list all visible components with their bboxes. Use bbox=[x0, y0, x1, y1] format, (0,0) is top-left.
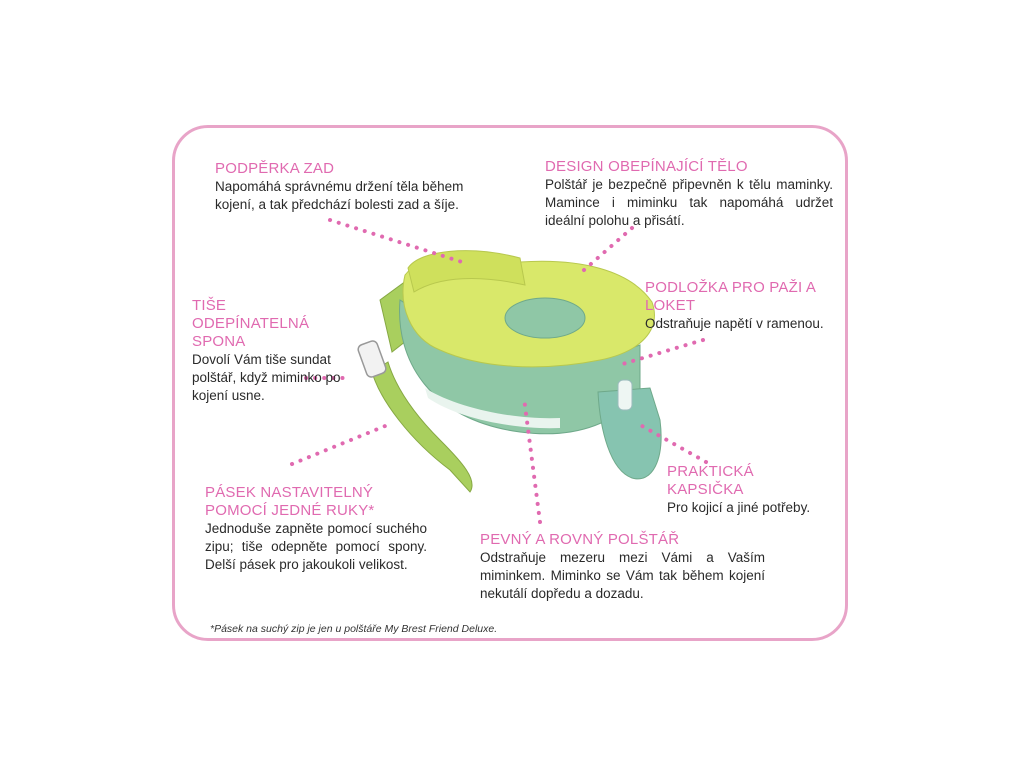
annotation-back-support: PODPĚRKA ZAD Napomáhá správnému držení t… bbox=[215, 160, 495, 214]
rounded-frame bbox=[172, 125, 848, 641]
leader-pocket bbox=[640, 424, 708, 464]
annotation-strap: PÁSEK NASTAVITELNÝ POMOCÍ JEDNÉ RUKY* Je… bbox=[205, 484, 427, 574]
pillow-hole bbox=[504, 297, 586, 339]
annotation-arm-rest: PODLOŽKA PRO PAŽI A LOKET Odstraňuje nap… bbox=[645, 279, 830, 333]
annotation-body: Polštář je bezpečně připevněn k tělu mam… bbox=[545, 177, 833, 228]
leader-firm-flat bbox=[522, 396, 542, 524]
bottle-shape bbox=[617, 379, 633, 411]
annotation-body: Napomáhá správnému držení těla během koj… bbox=[215, 179, 464, 212]
leader-back-support bbox=[328, 218, 464, 264]
annotation-title: PEVNÝ A ROVNÝ POLŠTÁŘ bbox=[480, 531, 680, 548]
annotation-title: TIŠE ODEPÍNATELNÁ SPONA bbox=[192, 297, 310, 350]
annotation-body: Pro kojicí a jiné potřeby. bbox=[667, 500, 811, 515]
annotation-body: Dovolí Vám tiše sundat polštář, když mim… bbox=[192, 352, 341, 403]
annotation-body: Odstraňuje napětí v ramenou. bbox=[645, 316, 824, 331]
side-stripe bbox=[425, 388, 560, 429]
strap-shape bbox=[371, 361, 473, 493]
leader-lines bbox=[290, 218, 708, 524]
annotation-title: PÁSEK NASTAVITELNÝ POMOCÍ JEDNÉ RUKY* bbox=[205, 484, 375, 519]
annotation-title: PRAKTICKÁ KAPSIČKA bbox=[667, 463, 754, 498]
leader-strap bbox=[290, 422, 392, 466]
annotation-title: PODLOŽKA PRO PAŽI A LOKET bbox=[645, 279, 816, 314]
annotation-quiet-clasp: TIŠE ODEPÍNATELNÁ SPONA Dovolí Vám tiše … bbox=[192, 297, 342, 405]
pocket-shape bbox=[597, 387, 662, 480]
annotation-title: DESIGN OBEPÍNAJÍCÍ TĚLO bbox=[545, 158, 748, 175]
leader-arm-rest bbox=[614, 338, 705, 368]
annotation-body: Odstraňuje mezeru mezi Vámi a Vaším mimi… bbox=[480, 550, 765, 601]
annotation-body: Jednoduše zapněte pomocí suchého zipu; t… bbox=[205, 521, 427, 572]
annotation-title: PODPĚRKA ZAD bbox=[215, 160, 335, 177]
annotation-pocket: PRAKTICKÁ KAPSIČKA Pro kojicí a jiné pot… bbox=[667, 463, 832, 517]
annotation-firm-flat: PEVNÝ A ROVNÝ POLŠTÁŘ Odstraňuje mezeru … bbox=[480, 531, 765, 603]
clasp-shape bbox=[357, 340, 387, 378]
back-support bbox=[407, 250, 526, 293]
footnote: *Pásek na suchý zip je jen u polštáře My… bbox=[210, 623, 498, 635]
annotation-body-hugging: DESIGN OBEPÍNAJÍCÍ TĚLO Polštář je bezpe… bbox=[545, 158, 833, 230]
leader-body-hugging bbox=[582, 226, 634, 272]
